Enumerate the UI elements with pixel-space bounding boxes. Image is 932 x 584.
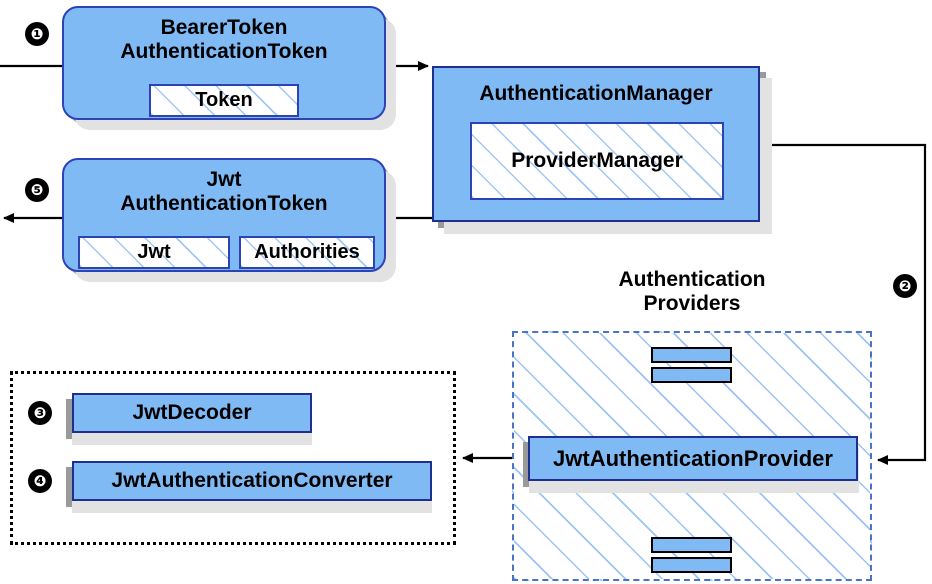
jwt-auth-converter[interactable]: JwtAuthenticationConverter <box>72 461 432 501</box>
step-marker-3: ❸ <box>28 401 52 425</box>
step-marker-4: ❹ <box>28 469 52 493</box>
jwt-token-field-jwt[interactable]: Jwt <box>78 236 230 269</box>
bearer-token-field-token-label: Token <box>195 89 253 111</box>
providers-area-label: Authentication Providers <box>512 268 872 316</box>
placeholder-bar-bottom-2 <box>651 557 732 573</box>
jwt-token-title-line2: AuthenticationToken <box>120 191 328 215</box>
placeholder-bar-top-2 <box>651 367 732 383</box>
step-marker-2: ❷ <box>893 274 917 298</box>
jwt-token-title-line1: Jwt <box>206 168 242 191</box>
authentication-manager[interactable]: AuthenticationManager ProviderManager <box>432 66 760 222</box>
step-marker-1: ❶ <box>25 22 49 46</box>
provider-manager[interactable]: ProviderManager <box>470 122 724 200</box>
jwt-token-box[interactable]: Jwt AuthenticationToken Jwt Authorities <box>62 158 386 272</box>
bearer-token-box[interactable]: BearerToken AuthenticationToken Token <box>62 6 386 120</box>
jwt-token-field-authorities[interactable]: Authorities <box>239 236 375 269</box>
jwt-auth-converter-label: JwtAuthenticationConverter <box>111 469 393 492</box>
step-marker-5: ❺ <box>25 178 49 202</box>
jwt-decoder[interactable]: JwtDecoder <box>72 393 312 433</box>
jwt-decoder-label: JwtDecoder <box>132 401 252 424</box>
support-area <box>10 371 456 545</box>
jwt-token-title: Jwt AuthenticationToken <box>120 168 327 215</box>
jwt-token-field-authorities-label: Authorities <box>254 241 360 263</box>
bearer-token-title-line2: AuthenticationToken <box>120 39 328 63</box>
bearer-token-field-token[interactable]: Token <box>149 84 299 117</box>
placeholder-bar-top-1 <box>651 347 732 363</box>
providers-area-label-line1: Authentication <box>618 268 766 291</box>
jwt-auth-provider-label: JwtAuthenticationProvider <box>553 446 833 471</box>
bearer-token-title-line1: BearerToken <box>160 16 288 39</box>
provider-manager-label: ProviderManager <box>511 149 683 172</box>
providers-area-label-line2: Providers <box>643 292 741 316</box>
authentication-manager-title: AuthenticationManager <box>479 82 713 105</box>
jwt-token-field-jwt-label: Jwt <box>137 241 171 263</box>
jwt-auth-provider[interactable]: JwtAuthenticationProvider <box>528 436 858 481</box>
placeholder-bar-bottom-1 <box>651 537 732 553</box>
bearer-token-title: BearerToken AuthenticationToken <box>120 16 327 63</box>
